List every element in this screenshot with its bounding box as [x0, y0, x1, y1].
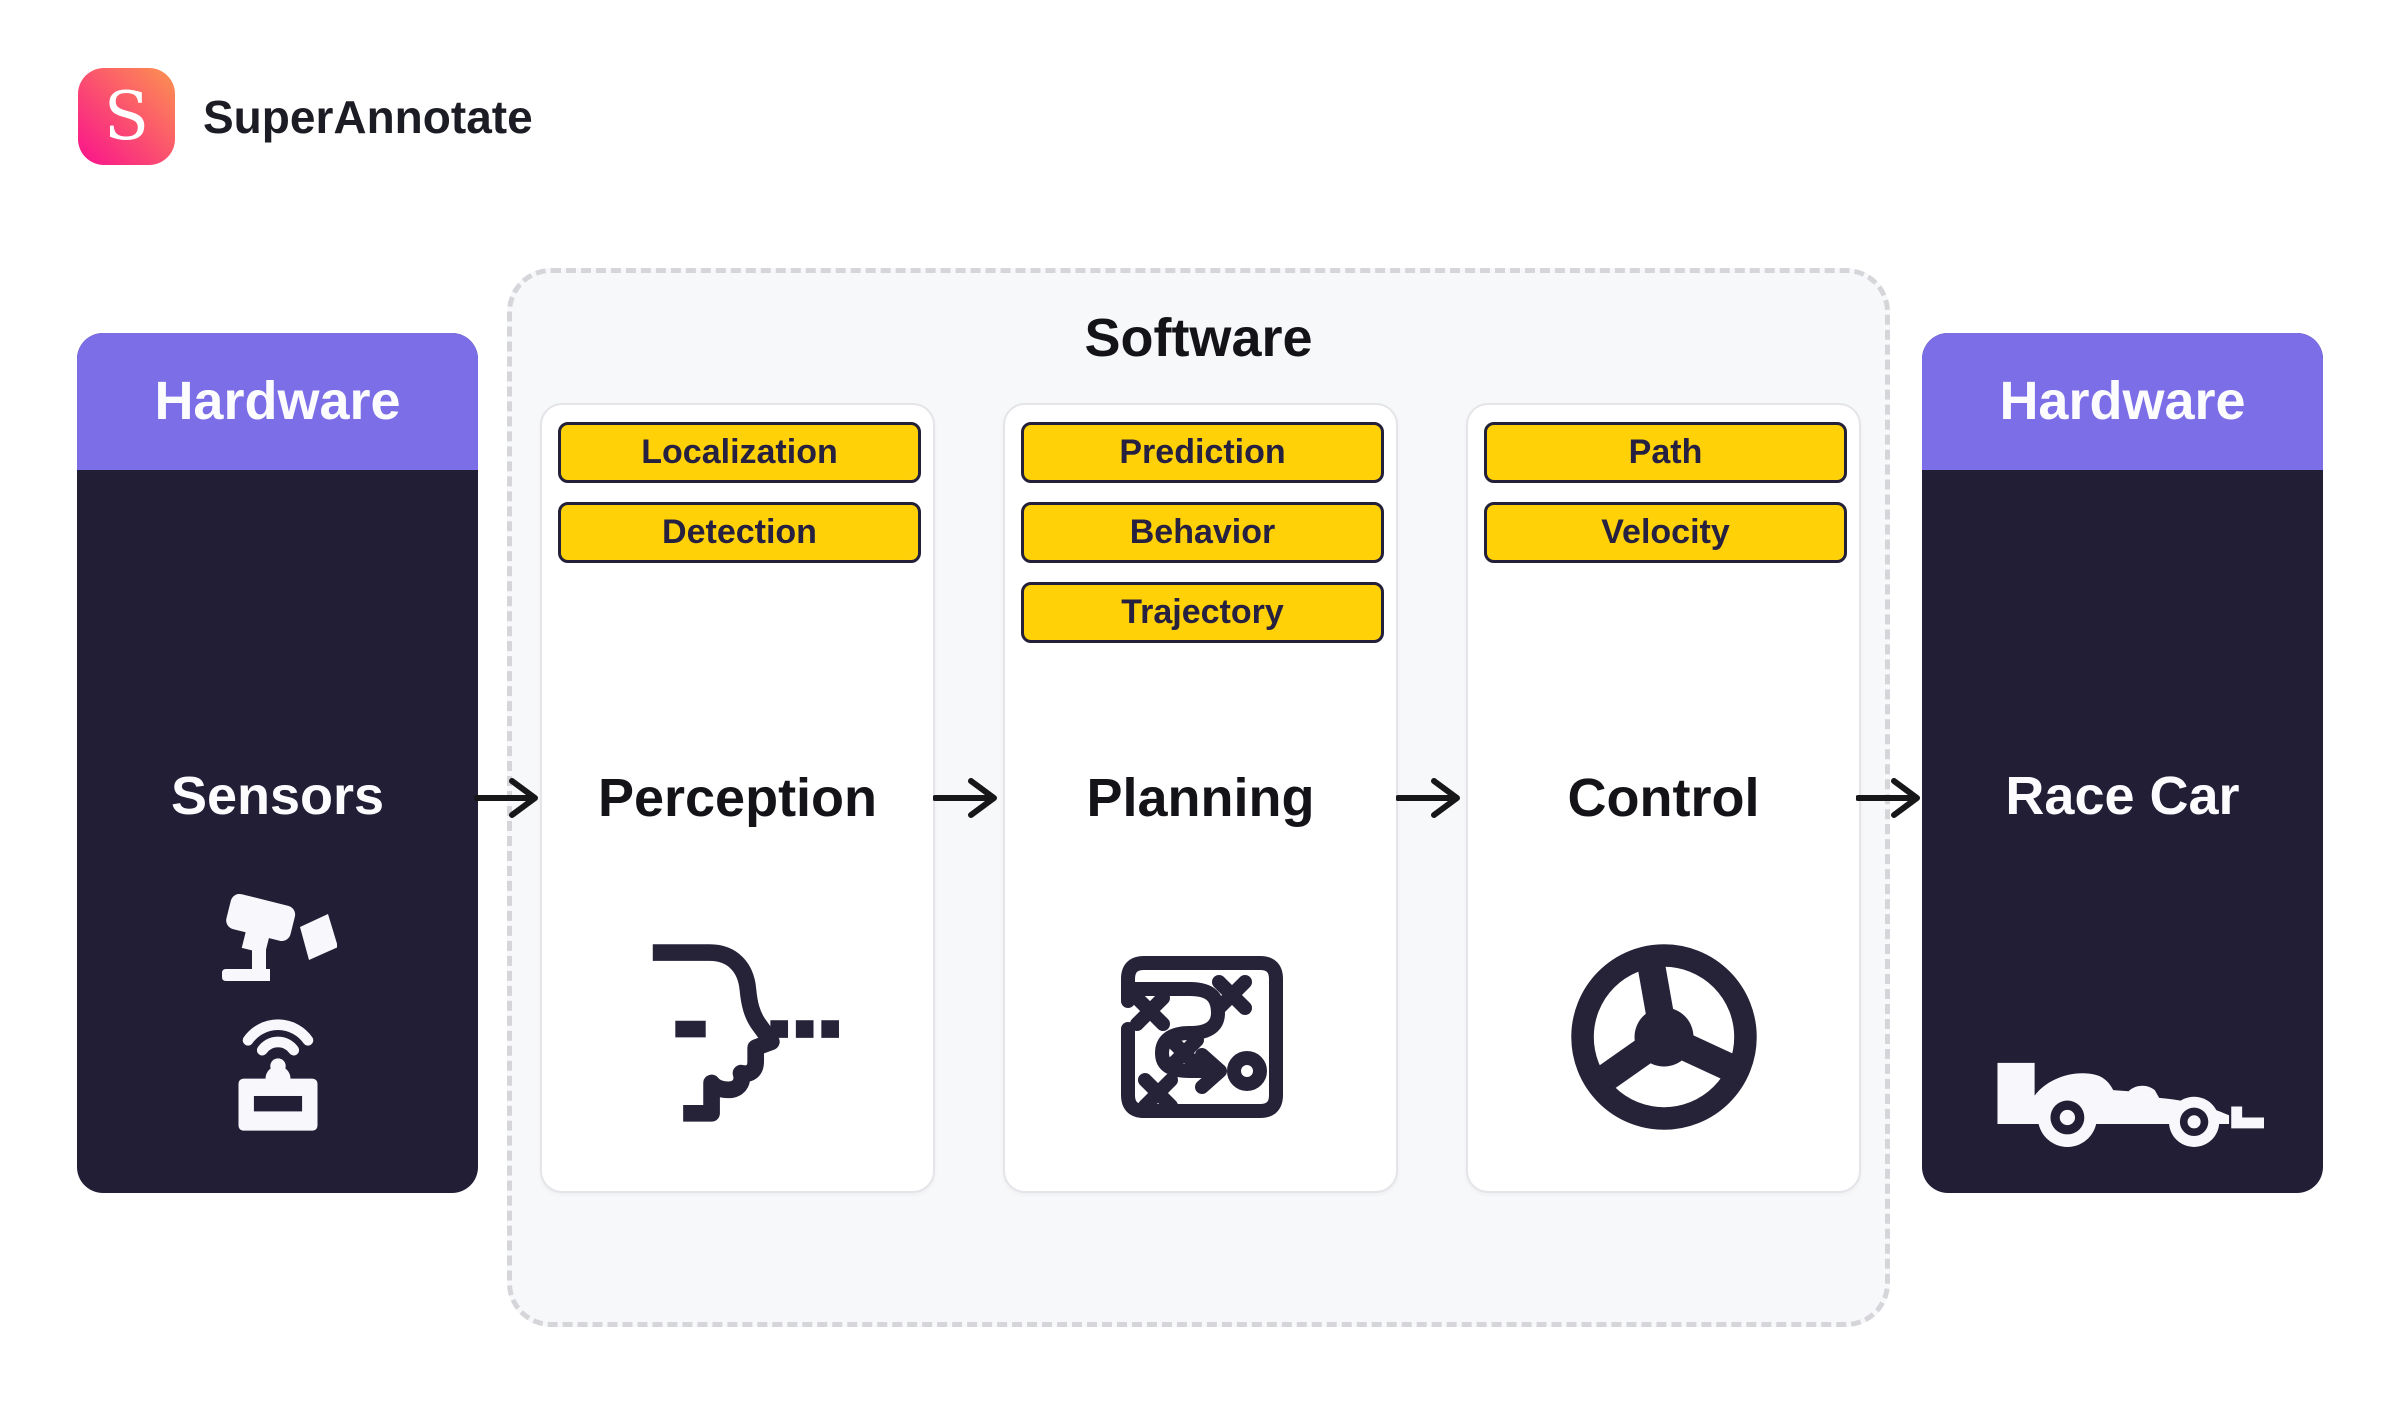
- tag-velocity: Velocity: [1484, 502, 1847, 563]
- tag-detection: Detection: [558, 502, 921, 563]
- tag-trajectory: Trajectory: [1021, 582, 1384, 643]
- cctv-camera-icon: [215, 885, 338, 985]
- logo-monogram: S: [103, 77, 150, 155]
- hardware-box-sensors: Hardware Sensors: [77, 333, 478, 1193]
- steering-wheel-icon: [1560, 933, 1768, 1141]
- perception-label: Perception: [597, 768, 878, 828]
- hardware-header-left: Hardware: [77, 333, 478, 470]
- strategy-plan-icon: [1102, 937, 1302, 1137]
- software-title: Software: [1084, 308, 1313, 368]
- race-car-label: Race Car: [2005, 766, 2240, 826]
- tag-behavior: Behavior: [1021, 502, 1384, 563]
- tag-path: Path: [1484, 422, 1847, 483]
- race-car-icon: [1980, 1045, 2267, 1155]
- planning-label: Planning: [1086, 768, 1315, 828]
- arrow-control-to-race-car: [1856, 778, 1924, 818]
- radar-sensor-icon: [225, 1001, 331, 1137]
- arrow-sensors-to-perception: [474, 778, 542, 818]
- tag-prediction: Prediction: [1021, 422, 1384, 483]
- hardware-box-race-car: Hardware Race Car: [1922, 333, 2323, 1193]
- brand-name: SuperAnnotate: [203, 90, 533, 143]
- card-control: Path Velocity Control: [1466, 403, 1861, 1193]
- sensors-label: Sensors: [170, 766, 385, 826]
- arrow-perception-to-planning: [933, 778, 1001, 818]
- arrow-planning-to-control: [1396, 778, 1464, 818]
- card-perception: Localization Detection Perception: [540, 403, 935, 1193]
- hardware-header-right: Hardware: [1922, 333, 2323, 470]
- card-planning: Prediction Behavior Trajectory Planning: [1003, 403, 1398, 1193]
- face-scan-icon: [637, 933, 843, 1139]
- control-label: Control: [1567, 768, 1760, 828]
- tag-localization: Localization: [558, 422, 921, 483]
- brand: S SuperAnnotate: [78, 68, 533, 165]
- superannotate-logo-icon: S: [78, 68, 175, 165]
